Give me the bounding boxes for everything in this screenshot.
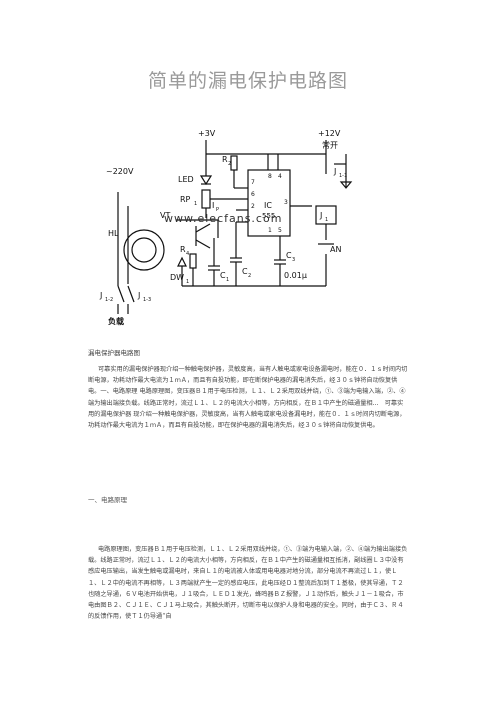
circuit-schematic: +3V +12V ~220V LED R 2 RP 1 I P IC 555 8… [99,129,353,326]
label-j1-sub: 1 [325,217,328,223]
label-ip: I [212,201,214,210]
label-j1-3-sub: 1-3 [143,297,151,303]
label-an: AN [330,245,341,254]
label-r2-sub: 2 [228,161,231,167]
label-rp1: RP [180,195,191,204]
label-pin2: 2 [251,203,255,210]
label-load: 负载 [108,316,124,326]
label-c3-value: 0.01μ [284,271,307,280]
label-c3: C [286,251,292,260]
label-pin4: 4 [278,173,282,180]
label-c1: C [220,271,226,280]
label-pin7: 7 [251,179,255,186]
label-pin3: 3 [284,199,288,206]
label-pin6: 6 [251,191,255,198]
label-c2-sub: 2 [248,273,251,279]
label-ic-number: 555 [262,212,275,220]
label-j1-2: J [99,291,102,300]
label-pin8: 8 [268,173,272,180]
label-plus3v: +3V [198,129,216,138]
circuit-principle-paragraph: 电路原理图，变压器Ｂ１用于电压检测，Ｌ１、Ｌ２采用双线并绕，①、③端为电输入端，… [88,546,408,621]
label-r2: R [222,155,228,164]
label-plus12v: +12V [318,129,341,138]
label-j1-1: J [333,167,336,176]
label-hl: HL [108,229,119,238]
label-pin5: 5 [278,227,282,234]
label-c1-sub: 1 [226,277,229,283]
label-j1-2-sub: 1-2 [105,297,113,303]
watermark-text: www.elecfans.com [164,212,282,225]
label-ac-220v: ~220V [106,167,134,176]
intro-paragraph: 可靠实用的漏电保护器现介绍一种触电保护器，灵敏度高，当有人触电或家电设备漏电时，… [88,366,408,430]
label-pin1: 1 [268,227,272,234]
label-r4-sub: 4 [186,251,189,257]
label-led: LED [178,175,194,184]
label-dw1: DW [170,273,184,282]
label-r4: R [180,245,186,254]
label-ic: IC [264,201,272,210]
section-heading: 一、电路原理 [88,496,127,504]
label-vt: VT [160,211,170,220]
label-c2: C [242,267,248,276]
label-c3-sub: 3 [292,257,295,263]
label-j1-1-sub: 1-1 [339,173,347,179]
label-j1: J [319,211,322,220]
page-title: 简单的漏电保护电路图 [147,70,348,92]
figure-caption: 漏电保护器电路图 [88,349,140,357]
label-j1-3: J [137,291,140,300]
label-dw1-sub: 1 [186,279,189,285]
label-rp1-sub: 1 [194,201,197,207]
label-ip-sub: P [216,207,219,213]
label-normally-open: 常开 [322,141,338,150]
